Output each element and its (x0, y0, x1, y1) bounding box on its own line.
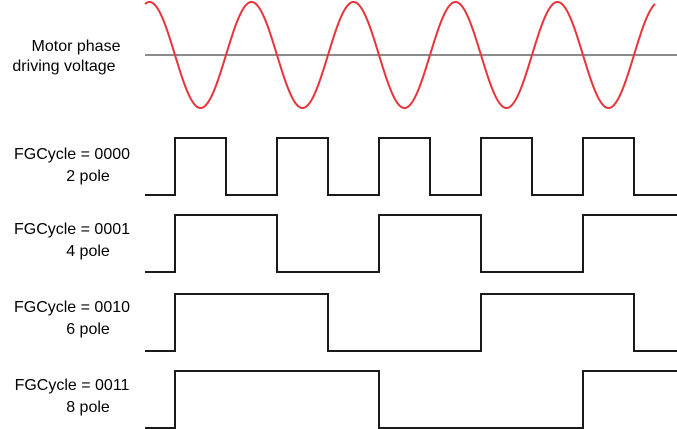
signal-3-name: FGCycle = 0011 (15, 377, 130, 394)
signal-3-sublabel: 8 pole (66, 399, 110, 416)
phase-sine-wave (144, 1, 656, 109)
phase-label-line1: Motor phase (32, 38, 121, 55)
signal-2-sublabel: 6 pole (66, 321, 110, 338)
signal-2-waveform (145, 293, 677, 352)
signal-1-sublabel: 4 pole (66, 243, 110, 260)
signal-1-name: FGCycle = 0001 (14, 221, 130, 238)
signal-0-waveform (145, 137, 677, 196)
signal-0-name: FGCycle = 0000 (14, 146, 130, 163)
signal-2-name: FGCycle = 0010 (14, 299, 130, 316)
signal-1-waveform (145, 214, 677, 273)
phase-label-line2: driving voltage (12, 58, 115, 75)
signal-3-waveform (145, 370, 677, 429)
signal-0-sublabel: 2 pole (66, 168, 110, 185)
